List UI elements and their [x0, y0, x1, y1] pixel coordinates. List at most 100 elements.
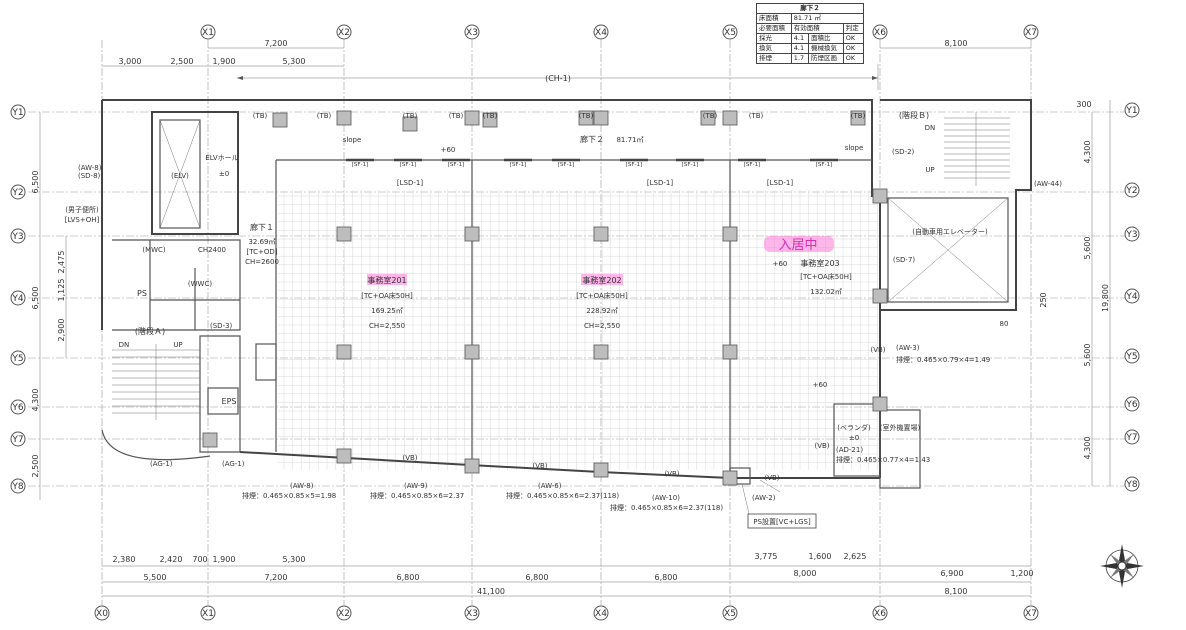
axis-bubble-y3-right: Y3: [1124, 226, 1140, 242]
svg-text:1,900: 1,900: [213, 57, 236, 66]
svg-text:X4: X4: [595, 28, 607, 38]
svg-text:8,100: 8,100: [945, 587, 968, 596]
info-cell-r3c1: 4.1: [790, 43, 810, 54]
info-cell-r0c0: 床面積: [756, 13, 792, 24]
axis-bubble-x7: X7: [1023, 24, 1039, 40]
aw10-value: 排煙：0.465×0.85×6=2.37(118): [610, 503, 723, 512]
svg-text:3,000: 3,000: [119, 57, 142, 66]
svg-text:X6: X6: [874, 28, 886, 38]
svg-text:4,300: 4,300: [1083, 141, 1092, 164]
column-3: [593, 110, 609, 126]
info-cell-r4c2: 防煙区画: [808, 53, 844, 64]
vb-6: (VB): [870, 346, 885, 354]
tb-4: (TB): [449, 112, 464, 120]
compass-rose-icon: [1100, 544, 1144, 588]
room-labels: 事務室201 [TC+OA床50H] 169.25㎡ CH=2,550 事務室2…: [65, 110, 1008, 529]
aw10-label: (AW-10): [652, 494, 680, 502]
office201-ch: CH=2,550: [369, 322, 405, 330]
elv-label: (ELV): [171, 172, 189, 180]
svg-text:X5: X5: [724, 609, 736, 619]
axis-bubble-y6-right: Y6: [1124, 396, 1140, 412]
column-18: [872, 288, 888, 304]
svg-text:5,600: 5,600: [1083, 237, 1092, 260]
svg-text:2,500: 2,500: [171, 57, 194, 66]
svg-text:700: 700: [192, 555, 207, 564]
svg-text:2,475: 2,475: [57, 251, 66, 274]
svg-text:6,900: 6,900: [941, 569, 964, 578]
svg-text:2,500: 2,500: [31, 455, 40, 478]
veranda-plus60: +60: [813, 381, 828, 389]
svg-text:X0: X0: [96, 609, 108, 619]
svg-text:Y6: Y6: [11, 403, 23, 413]
axis-bubble-x3: X3: [464, 24, 480, 40]
svg-text:8,100: 8,100: [945, 39, 968, 48]
svg-text:7,200: 7,200: [265, 39, 288, 48]
tb-1: (TB): [253, 112, 268, 120]
office202-highlight: [581, 274, 623, 285]
svg-text:Y5: Y5: [11, 354, 23, 364]
svg-text:X3: X3: [466, 28, 478, 38]
slope-right: slope: [845, 144, 864, 152]
ch2400-label: CH2400: [198, 246, 226, 254]
svg-text:6,500: 6,500: [31, 171, 40, 194]
info-cell-r2c2: 面積比: [808, 33, 844, 44]
sf-1-mark: [SF-1]: [400, 162, 416, 168]
mwc-label: (MWC): [142, 246, 166, 254]
stair-b-treads: [944, 112, 1010, 186]
svg-text:4,300: 4,300: [1083, 437, 1092, 460]
svg-text:Y2: Y2: [11, 188, 23, 198]
axis-bubble-x4: X4: [593, 24, 609, 40]
tb-2: (TB): [317, 112, 332, 120]
wwc-label: (WWC): [188, 280, 212, 288]
office202-ch: CH=2,550: [584, 322, 620, 330]
corridor-plus60: +60: [441, 146, 456, 154]
office203-area: 132.02㎡: [810, 288, 842, 296]
svg-text:Y7: Y7: [11, 435, 23, 445]
svg-text:1,200: 1,200: [1011, 569, 1034, 578]
info-cell-r4c3: OK: [842, 53, 865, 64]
aw6-value: 排煙：0.465×0.85×6=2.37(118): [506, 491, 619, 500]
svg-text:1,600: 1,600: [809, 552, 832, 561]
corridor1-spec: [TC+OD]: [247, 248, 278, 256]
veranda-level: ±0: [849, 434, 859, 442]
sd7-label: (SD-7): [893, 256, 916, 264]
svg-text:5,300: 5,300: [283, 57, 306, 66]
office202-area: 228.92㎡: [586, 307, 618, 315]
svg-text:4,300: 4,300: [31, 389, 40, 412]
column-9: [722, 226, 738, 242]
info-cell-r3c2: 機械換気: [808, 43, 844, 54]
axis-bubble-x4-bottom: X4: [593, 605, 609, 621]
aw3-value: 排煙：0.465×0.79×4=1.49: [896, 355, 990, 364]
svg-text:Y4: Y4: [1125, 292, 1137, 302]
stair-a-dn: DN: [119, 341, 130, 349]
column-15: [593, 462, 609, 478]
column-13: [722, 344, 738, 360]
aw9-label: (AW-9): [404, 482, 428, 490]
info-cell-r3c0: 換気: [756, 43, 792, 54]
info-cell-r1c2: 判定: [842, 23, 865, 34]
ad21-label: (AD-21): [836, 446, 863, 454]
svg-text:Y1: Y1: [1125, 106, 1137, 116]
axis-bubble-x3-bottom: X3: [464, 605, 480, 621]
occupied-note: 入居中: [778, 238, 817, 253]
axis-bubble-x5-bottom: X5: [722, 605, 738, 621]
column-22: [272, 112, 288, 128]
svg-text:5,600: 5,600: [1083, 344, 1092, 367]
info-cell-r0c1: 81.71 ㎡: [790, 13, 865, 24]
lsd-1b: [LSD-1]: [647, 179, 673, 187]
corridor1-area: 32.69㎡: [248, 238, 275, 246]
office-ceiling-grid: [278, 190, 878, 470]
ad21-value: 排煙：0.465×0.77×4=1.43: [836, 455, 930, 464]
elv-hall-label: ELVホール: [205, 154, 238, 162]
corridor2-info-table: 廊下２ 床面積 81.71 ㎡ 必要面積 有効面積 判定 採光 4.1 面積比 …: [756, 3, 865, 64]
parking-elv-label: (自動車用エレベーター): [912, 227, 988, 236]
svg-text:8,000: 8,000: [794, 569, 817, 578]
svg-text:1,900: 1,900: [213, 555, 236, 564]
office202-spec: [TC+OA床50H]: [576, 291, 628, 300]
multi-toilet-label: (男子便所): [65, 205, 99, 214]
svg-text:6,800: 6,800: [655, 573, 678, 582]
svg-text:Y5: Y5: [1125, 352, 1137, 362]
info-cell-r2c1: 4.1: [790, 33, 810, 44]
column-19: [872, 188, 888, 204]
sd8-label: (SD-8): [78, 172, 101, 180]
